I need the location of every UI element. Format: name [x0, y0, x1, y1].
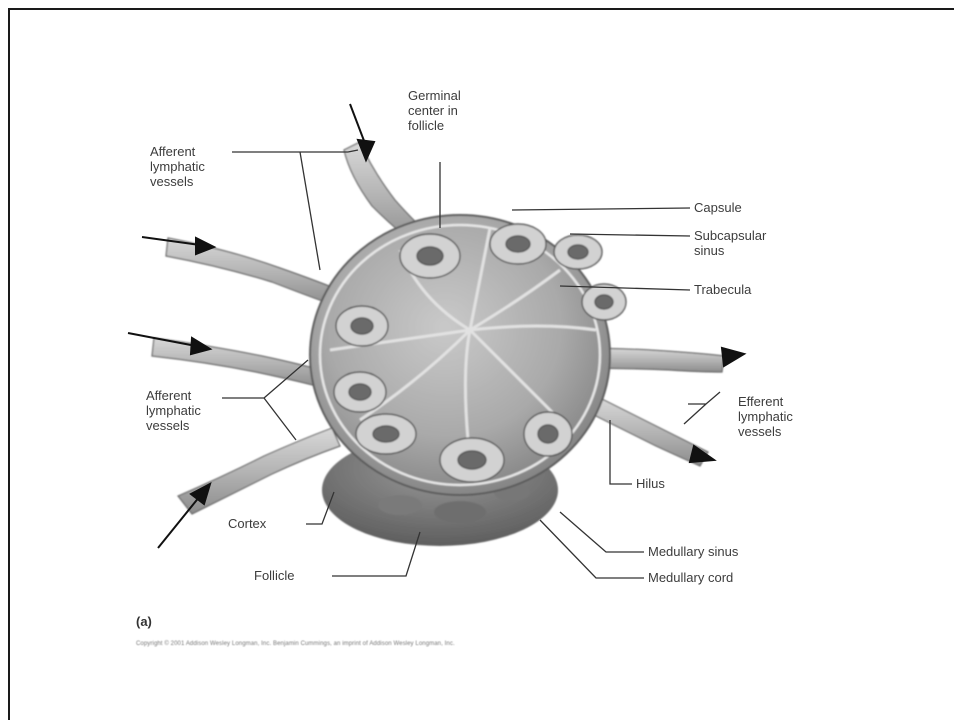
label-hilus: Hilus — [636, 476, 665, 491]
label-line: center in — [408, 103, 461, 118]
label-afferent-bottom: Afferent lymphatic vessels — [146, 388, 201, 433]
lymph-node-body — [310, 215, 626, 495]
label-line: sinus — [694, 243, 766, 258]
figure-part-label: (a) — [136, 614, 152, 629]
label-efferent: Efferent lymphatic vessels — [738, 394, 793, 439]
label-line: Efferent — [738, 394, 793, 409]
label-line: follicle — [408, 118, 461, 133]
label-medullary-cord: Medullary cord — [648, 570, 733, 585]
label-line: Afferent — [150, 144, 205, 159]
label-subcapsular-sinus: Subcapsular sinus — [694, 228, 766, 258]
label-capsule: Capsule — [694, 200, 742, 215]
label-follicle: Follicle — [254, 568, 294, 583]
label-line: lymphatic — [738, 409, 793, 424]
label-germinal-center: Germinal center in follicle — [408, 88, 461, 133]
label-line: Subcapsular — [694, 228, 766, 243]
afferent-vessel-mid-left — [152, 338, 328, 388]
label-trabecula: Trabecula — [694, 282, 751, 297]
label-line: vessels — [146, 418, 201, 433]
label-line: lymphatic — [146, 403, 201, 418]
label-line: vessels — [150, 174, 205, 189]
label-line: Afferent — [146, 388, 201, 403]
copyright-notice: Copyright © 2001 Addison Wesley Longman,… — [136, 641, 455, 647]
label-line: lymphatic — [150, 159, 205, 174]
label-medullary-sinus: Medullary sinus — [648, 544, 738, 559]
label-cortex: Cortex — [228, 516, 266, 531]
afferent-vessel-upper-left — [166, 238, 344, 306]
label-line: Germinal — [408, 88, 461, 103]
label-line: vessels — [738, 424, 793, 439]
label-afferent-top: Afferent lymphatic vessels — [150, 144, 205, 189]
